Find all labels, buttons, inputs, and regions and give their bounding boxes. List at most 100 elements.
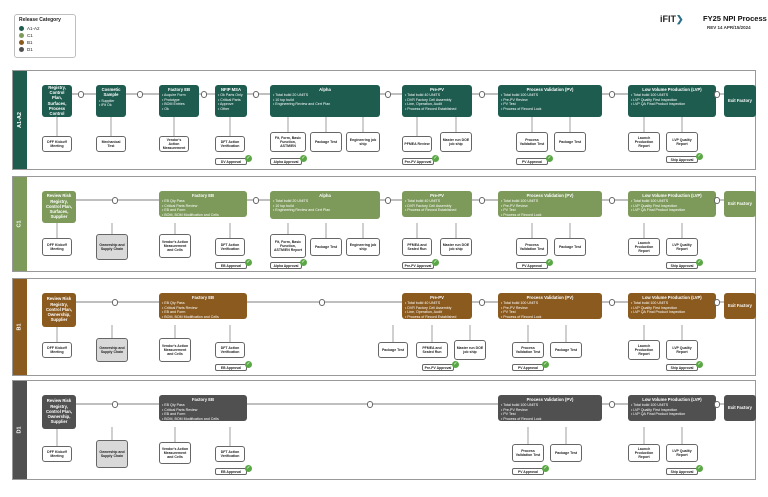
process-step-n7[interactable]: Process Validation (PV)• Total build 100… (498, 191, 602, 217)
activity-s4[interactable]: DFT Action Verification (215, 446, 245, 462)
activity-s2[interactable]: Ownership and Supply Chain (96, 338, 128, 362)
approval-a3[interactable]: Pre-PV Approval (402, 158, 434, 165)
activity-s12[interactable]: Launch Production Report (628, 340, 660, 360)
activity-s8[interactable]: PFMEA Review (402, 136, 432, 152)
activity-s1[interactable]: DFF Kickoff Meeting (42, 446, 72, 462)
activity-s6[interactable]: Package Test (310, 132, 342, 152)
process-step-n7[interactable]: Process Validation (PV)• Total build 100… (498, 395, 602, 421)
activity-s11[interactable]: Package Test (554, 238, 586, 256)
lane-label-text: B1 (17, 323, 23, 331)
check-icon: ✓ (432, 155, 439, 162)
process-step-n9[interactable]: Exit Factory (724, 395, 756, 421)
process-step-n5[interactable]: Alpha• Total build 20 UNITS• 10 top buil… (270, 191, 380, 219)
step-detail: • Process of Record Lock (501, 106, 542, 111)
approval-a5[interactable]: Ship Approval (666, 468, 698, 475)
legend-swatch (19, 40, 24, 45)
activity-s8[interactable]: PFMEA and Sealed Run (416, 342, 448, 358)
activity-s3[interactable]: Vendor's Action Measurement and Cells (159, 234, 191, 258)
activity-s9[interactable]: Master run DOE job ship (440, 132, 472, 152)
step-detail: • Engineering Review and Cert Plan (273, 102, 331, 107)
activity-s1[interactable]: DFF Kickoff Meeting (42, 238, 72, 256)
process-step-n4[interactable]: NFIP MSA• Ok Parts Only• Critical Parts•… (215, 85, 247, 117)
activity-s4[interactable]: DFT Action Verification (215, 136, 245, 152)
activity-s3[interactable]: Vendor's Action Measurement (159, 136, 189, 152)
activity-s10[interactable]: Process Validation Test (512, 444, 544, 462)
check-icon: ✓ (696, 361, 703, 368)
approval-a5[interactable]: Ship Approval (666, 156, 698, 163)
activity-s3[interactable]: Vendor's Action Measurement and Cells (159, 338, 191, 362)
process-step-n8[interactable]: Low Volume Production (LVP)• Total build… (628, 85, 716, 117)
approval-a1[interactable]: EB Approval (215, 262, 247, 269)
activity-s12[interactable]: Launch Production Report (628, 132, 660, 152)
activity-s7[interactable]: Engineering job ship (346, 238, 380, 256)
approval-a5[interactable]: Ship Approval (666, 262, 698, 269)
activity-s4[interactable]: DFT Action Verification (215, 342, 245, 358)
activity-s2[interactable]: Ownership and Supply Chain (96, 234, 128, 260)
activity-s5[interactable]: Fit, Form, Basic Function, ASTM/EN Repor… (270, 234, 306, 258)
step-detail: • Engineering Review and Cert Plan (273, 208, 331, 213)
process-step-n2[interactable]: Cosmetic Sample• Supplier• iFit Ok (96, 85, 126, 117)
activity-s13[interactable]: LVP Quality Report (666, 238, 698, 256)
process-step-n1[interactable]: Review Risk Registry, Control Plan, Owne… (42, 395, 76, 429)
process-step-n6[interactable]: Pre-PV• Total build 40 UNITS• DVR Factor… (402, 191, 472, 217)
approval-a3[interactable]: Pre-PV Approval (422, 364, 454, 371)
process-step-n7[interactable]: Process Validation (PV)• Total build 100… (498, 85, 602, 117)
activity-s6[interactable]: Package Test (378, 342, 408, 358)
activity-s6[interactable]: Package Test (310, 238, 342, 256)
approval-a1[interactable]: EB Approval (215, 364, 247, 371)
activity-s10[interactable]: Process Validation Test (512, 342, 544, 358)
process-step-n3[interactable]: Factory EB• EB Qty Pass• Critical Parts … (159, 395, 247, 421)
process-step-n3[interactable]: Factory EB• Acquire Form• Prototype• BOM… (159, 85, 199, 117)
approval-a4[interactable]: PV Approval (512, 468, 544, 475)
process-step-n5[interactable]: Alpha• Total build 20 UNITS• 10 top buil… (270, 85, 380, 117)
activity-s13[interactable]: LVP Quality Report (666, 132, 698, 152)
approval-a1[interactable]: DV Approval (215, 158, 247, 165)
approval-a4[interactable]: PV Approval (512, 364, 544, 371)
process-step-n6[interactable]: Pre-PV• Total build 40 UNITS• DVR Factor… (402, 85, 472, 117)
process-step-n9[interactable]: Exit Factory (724, 85, 756, 117)
check-icon: ✓ (696, 259, 703, 266)
activity-s13[interactable]: LVP Quality Report (666, 340, 698, 360)
activity-s2[interactable]: Ownership and Supply Chain (96, 440, 128, 468)
activity-s1[interactable]: DFF Kickoff Meeting (42, 136, 72, 152)
activity-s10[interactable]: Process Validation Test (516, 132, 548, 152)
process-step-n8[interactable]: Low Volume Production (LVP)• Total build… (628, 395, 716, 421)
process-step-n9[interactable]: Exit Factory (724, 293, 756, 319)
activity-s12[interactable]: Launch Production Report (628, 238, 660, 256)
process-step-n1[interactable]: Risk Registry, Control Plan, Surfaces, P… (42, 85, 72, 117)
activity-s7[interactable]: Engineering job ship (346, 132, 380, 152)
step-detail: • Approve (218, 102, 234, 107)
activity-s2[interactable]: Mechanical Test (96, 136, 126, 152)
approval-a2[interactable]: Alpha Approval (270, 158, 302, 165)
approval-a4[interactable]: PV Approval (516, 262, 548, 269)
step-detail: • Total build 100 UNITS (501, 301, 539, 306)
approval-a3[interactable]: Pre-PV Approval (402, 262, 434, 269)
activity-s9[interactable]: Master run DOE job ship (440, 238, 472, 256)
approval-a2[interactable]: Alpha Approval (270, 262, 302, 269)
process-step-n6[interactable]: Pre-PV• Total build 40 UNITS• DVR Factor… (402, 293, 472, 319)
activity-s4[interactable]: DFT Action Verification (215, 238, 245, 256)
activity-s3[interactable]: Vendor's Action Measurement and Cells (159, 442, 191, 464)
approval-a1[interactable]: EB Approval (215, 468, 247, 475)
activity-s11[interactable]: Package Test (550, 342, 582, 358)
activity-s13[interactable]: LVP Quality Report (666, 444, 698, 462)
approval-a4[interactable]: PV Approval (516, 158, 548, 165)
process-step-n8[interactable]: Low Volume Production (LVP)• Total build… (628, 293, 716, 319)
process-step-n1[interactable]: Review Risk Registry, Control Plan, Owne… (42, 293, 76, 327)
activity-s5[interactable]: Fit, Form, Basic Function, ASTM/EN (270, 132, 306, 152)
approval-a5[interactable]: Ship Approval (666, 364, 698, 371)
process-step-n7[interactable]: Process Validation (PV)• Total build 100… (498, 293, 602, 319)
activity-s9[interactable]: Master run DOE job ship (454, 340, 486, 360)
process-step-n3[interactable]: Factory EB• EB Qty Pass• Critical Parts … (159, 191, 247, 217)
activity-s11[interactable]: Package Test (554, 132, 586, 152)
activity-s1[interactable]: DFF Kickoff Meeting (42, 342, 72, 358)
activity-s12[interactable]: Launch Production Report (628, 444, 660, 462)
activity-s11[interactable]: Package Test (550, 444, 582, 462)
process-step-n1[interactable]: Review Risk Registry, Control Plan, Surf… (42, 191, 76, 223)
process-step-n8[interactable]: Low Volume Production (LVP)• Total build… (628, 191, 716, 217)
step-detail: • PV Test (501, 208, 516, 213)
process-step-n3[interactable]: Factory EB• EB Qty Pass• Critical Parts … (159, 293, 247, 319)
activity-s8[interactable]: PFMEA and Sealed Run (402, 238, 432, 256)
process-step-n9[interactable]: Exit Factory (724, 191, 756, 217)
activity-s10[interactable]: Process Validation Test (516, 238, 548, 256)
